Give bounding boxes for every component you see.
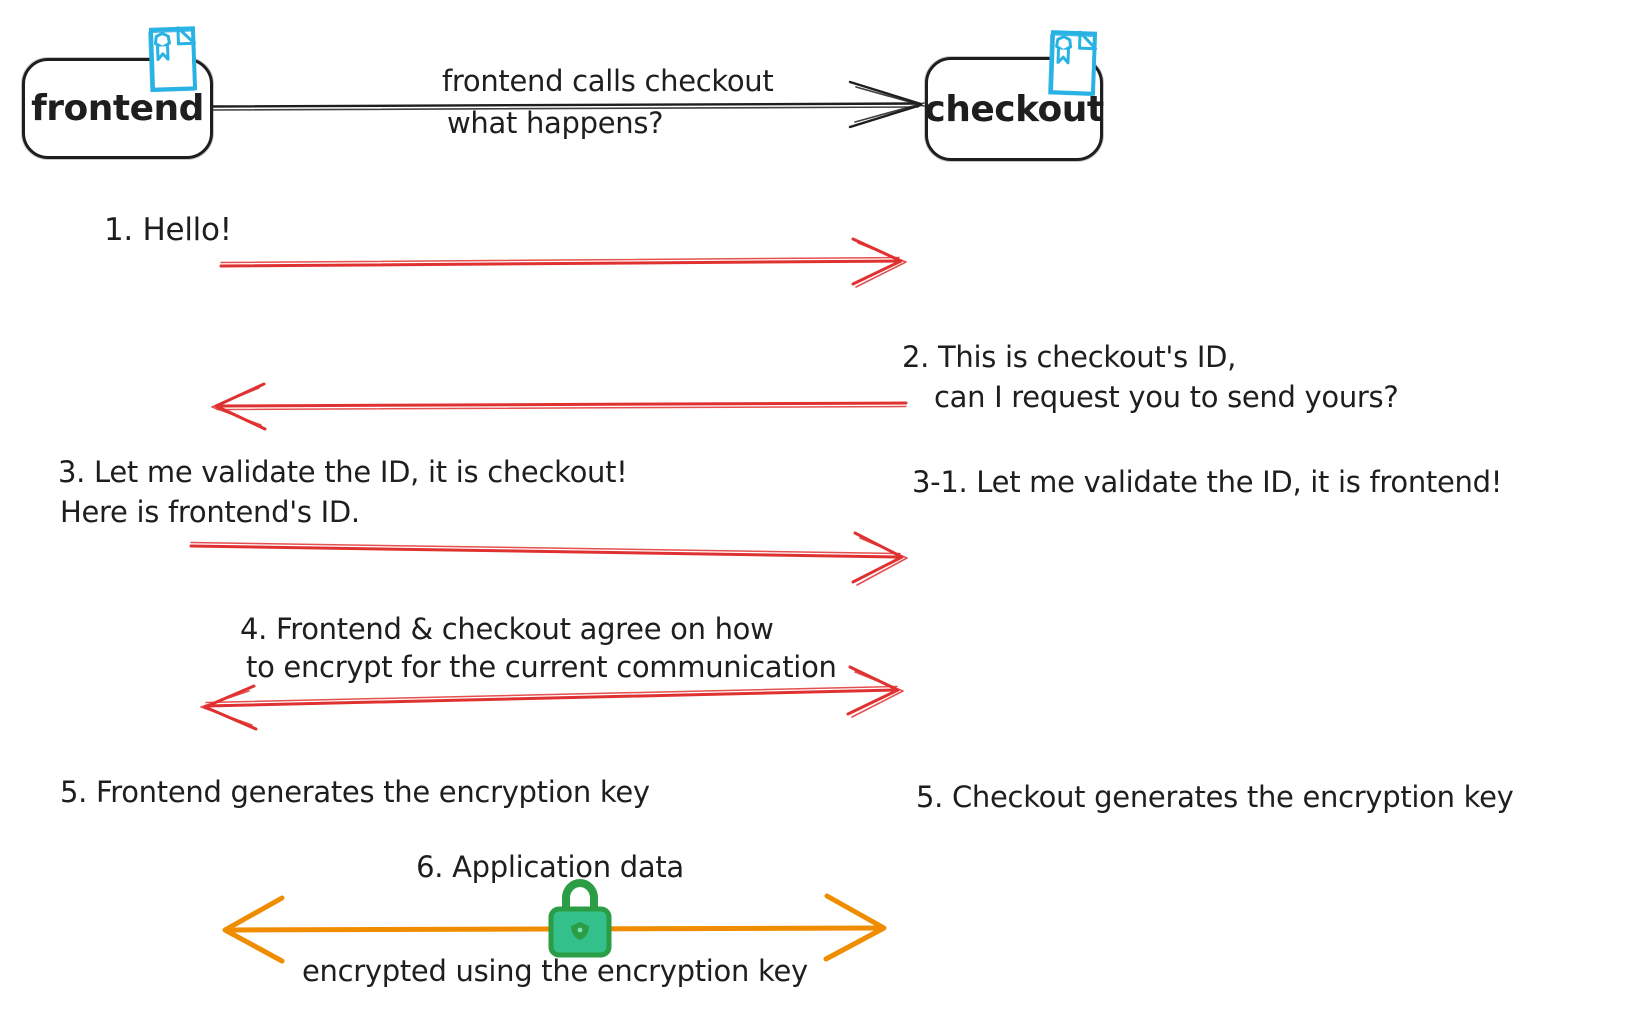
step6-caption: encrypted using the encryption key bbox=[302, 954, 808, 988]
arrow-step3-right bbox=[189, 531, 908, 586]
step3-1-label: 3-1. Let me validate the ID, it is front… bbox=[912, 465, 1503, 499]
step3-label-line2: Here is frontend's ID. bbox=[60, 495, 360, 529]
arrow-step2-left bbox=[211, 382, 908, 431]
step4-label-line2: to encrypt for the current communication bbox=[246, 650, 837, 684]
step4-label-line1: 4. Frontend & checkout agree on how bbox=[240, 612, 774, 646]
step6-title: 6. Application data bbox=[416, 850, 684, 884]
step3-label-line1: 3. Let me validate the ID, it is checkou… bbox=[58, 455, 628, 489]
arrow-step4-bidirectional bbox=[200, 665, 904, 731]
actor-label-frontend: frontend bbox=[31, 88, 204, 129]
top-arrow-label-line2: what happens? bbox=[447, 106, 664, 140]
actor-label-checkout: checkout bbox=[924, 88, 1104, 130]
lock-icon bbox=[548, 879, 612, 958]
arrow-top bbox=[206, 80, 925, 129]
certificate-icon bbox=[148, 26, 198, 93]
step2-label-line2: can I request you to send yours? bbox=[934, 380, 1399, 414]
certificate-icon bbox=[1048, 30, 1098, 96]
step1-label: 1. Hello! bbox=[104, 212, 232, 248]
top-arrow-label-line1: frontend calls checkout bbox=[442, 64, 774, 98]
step5-left-label: 5. Frontend generates the encryption key bbox=[60, 775, 650, 809]
step5-right-label: 5. Checkout generates the encryption key bbox=[916, 780, 1514, 814]
arrow-step1-right bbox=[219, 237, 907, 288]
step2-label-line1: 2. This is checkout's ID, bbox=[902, 340, 1237, 374]
